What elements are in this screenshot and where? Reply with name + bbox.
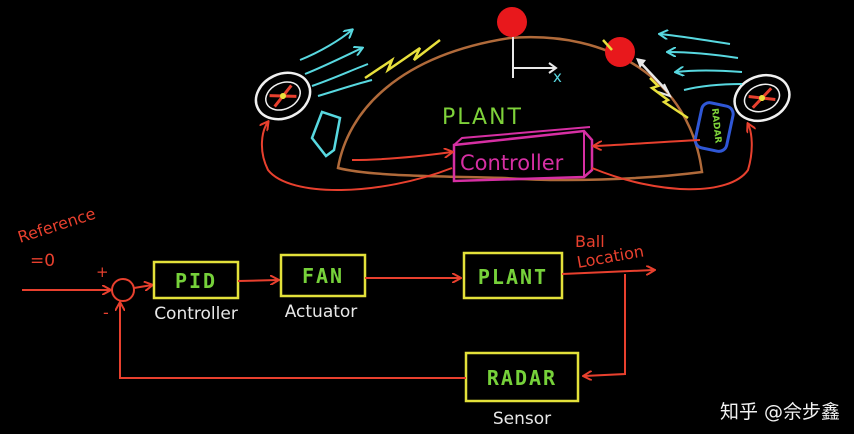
controller-box-label: Controller: [460, 151, 564, 175]
radar-block-label: RADAR: [487, 366, 557, 390]
plus-sign: +: [96, 263, 109, 281]
fan-caption: Actuator: [285, 302, 358, 322]
ball-right: [605, 37, 635, 67]
signal-feedback: [120, 303, 466, 379]
axis-x-label: x: [553, 68, 562, 86]
radar-sensor-label: RADAR: [709, 108, 723, 144]
fan-block-label: FAN: [302, 264, 344, 288]
fan-left-icon: [254, 71, 312, 121]
ball-center: [497, 7, 527, 37]
sensor-left-icon: [310, 110, 342, 158]
signal-output: [561, 270, 654, 274]
signal-error: [133, 285, 152, 288]
block-diagram: Reference =0 + - PID Controller FAN Actu…: [15, 204, 654, 429]
radar-sensor-icon: RADAR: [693, 101, 735, 153]
pid-block-label: PID: [175, 269, 217, 293]
radar-caption: Sensor: [493, 409, 551, 429]
motion-arrow-icon: [636, 58, 672, 98]
watermark-text: 知乎 @佘步鑫: [719, 401, 840, 423]
lightning-left-icon: [364, 39, 441, 80]
lightning-right-icon: [602, 39, 689, 120]
signal-control: [237, 280, 278, 281]
pid-caption: Controller: [154, 304, 238, 324]
plant-scene: x: [254, 7, 791, 192]
wind-left-icon: [299, 30, 373, 97]
plant-block-label: PLANT: [478, 265, 548, 289]
fan-block: [279, 253, 367, 298]
controller-box: Controller: [452, 126, 594, 183]
scene-signal-arrows: [262, 122, 752, 192]
plant-scene-label: PLANT: [442, 105, 523, 130]
reference-label: Reference: [15, 204, 98, 247]
fan-right-icon: [733, 73, 791, 123]
output-label-ball: Ball: [575, 232, 605, 251]
summing-junction: [111, 278, 135, 302]
reference-value: =0: [30, 251, 55, 271]
signal-measure: [584, 274, 626, 376]
wind-right-icon: [660, 34, 743, 91]
minus-sign: -: [103, 303, 109, 322]
plant-block: [462, 251, 564, 300]
dome-outline: [336, 35, 704, 182]
